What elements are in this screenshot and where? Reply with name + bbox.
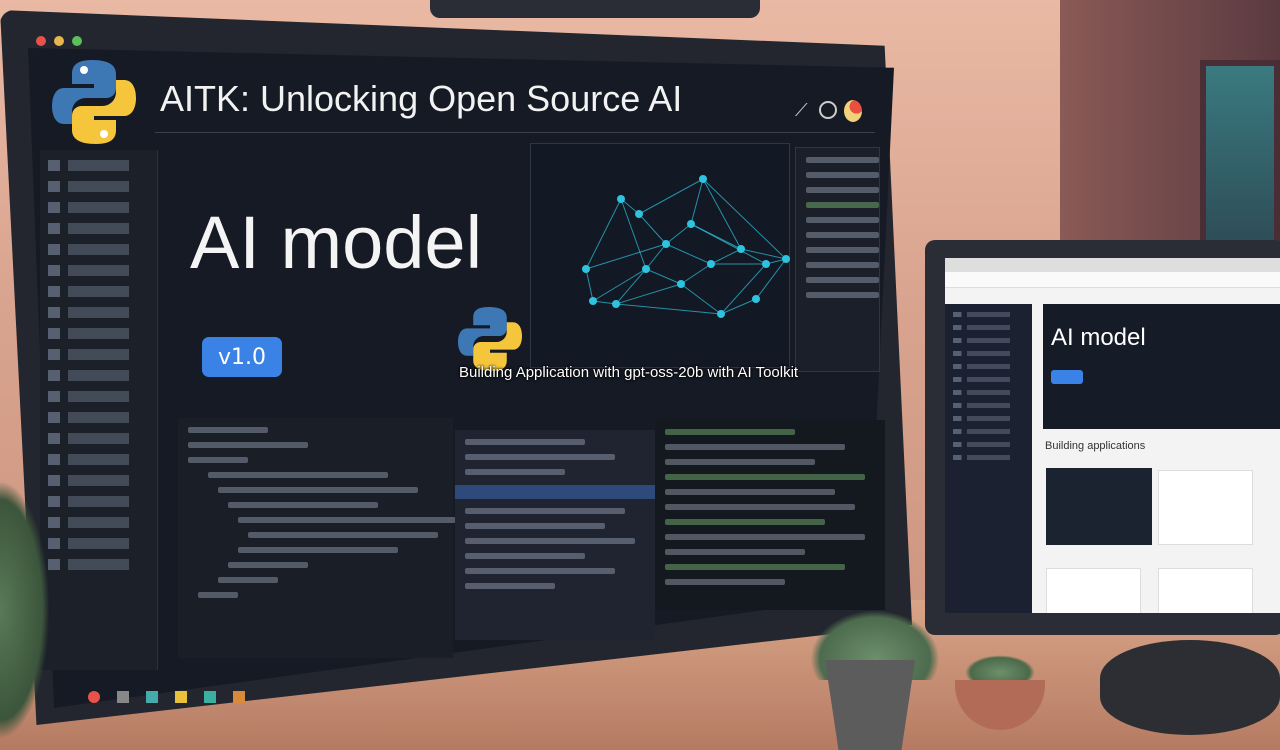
graph-edge (620, 198, 647, 270)
card-image[interactable] (1046, 468, 1152, 545)
graph-node (752, 295, 760, 303)
graph-node (582, 265, 590, 273)
graph-edge (680, 263, 712, 285)
wand-icon[interactable]: ⟋ (795, 100, 808, 121)
graph-edge (615, 268, 647, 305)
graph-node (707, 260, 715, 268)
graph-node (699, 175, 707, 183)
hero-heading: AI model (190, 201, 483, 284)
app-title: AITK: Unlocking Open Source AI (160, 78, 683, 119)
graph-node (612, 300, 620, 308)
graph-edge (720, 298, 757, 315)
monitor-stand (1100, 640, 1280, 735)
graph-edge (615, 303, 722, 315)
graph-edge (645, 243, 667, 270)
plant-pot (825, 660, 915, 750)
hero-heading: AI model (1051, 324, 1146, 351)
network-graph-panel (530, 143, 790, 368)
avatar[interactable] (844, 100, 862, 122)
caption-overlay: Building Application with gpt-oss-20b wi… (459, 364, 799, 381)
browser-window: AI model Building applications (945, 258, 1280, 613)
graph-node (762, 260, 770, 268)
card[interactable] (1158, 470, 1253, 545)
taskbar (88, 688, 308, 710)
graph-node (687, 220, 695, 228)
graph-node (635, 210, 643, 218)
version-badge[interactable] (1051, 370, 1083, 384)
plant (0, 480, 50, 740)
minimize-dot-icon (54, 36, 64, 46)
graph-edge (585, 268, 594, 302)
graph-edge (585, 243, 667, 270)
header-divider (155, 132, 875, 133)
card[interactable] (1046, 568, 1141, 613)
graph-edge (690, 178, 704, 225)
graph-edge (755, 258, 787, 300)
graph-edge (710, 248, 742, 265)
code-editor (178, 418, 458, 658)
graph-edge (702, 178, 787, 260)
graph-edge (665, 223, 692, 245)
graph-node (642, 265, 650, 273)
app-icon[interactable] (146, 691, 159, 703)
webcam (430, 0, 760, 18)
graph-edge (702, 178, 742, 250)
app-icon[interactable] (117, 691, 130, 703)
python-logo-icon (458, 307, 522, 371)
close-dot-icon (36, 36, 46, 46)
version-badge[interactable]: v1.0 (202, 337, 282, 377)
graph-node (717, 310, 725, 318)
graph-node (782, 255, 790, 263)
address-bar[interactable] (945, 272, 1280, 288)
graph-node (617, 195, 625, 203)
hero-banner: AI model (1043, 304, 1280, 429)
graph-edge (645, 268, 682, 285)
graph-edge (638, 178, 704, 215)
window-background (1200, 60, 1280, 260)
graph-edge (592, 268, 647, 302)
chat-icon[interactable] (819, 101, 837, 119)
chat-panel (455, 430, 655, 640)
graph-node (662, 240, 670, 248)
graph-edge (665, 243, 712, 265)
maximize-dot-icon (72, 36, 82, 46)
graph-edge (638, 213, 667, 245)
graph-edge (680, 283, 722, 315)
graph-edge (690, 223, 767, 265)
graph-node (737, 245, 745, 253)
file-explorer-sidebar (40, 150, 158, 670)
browser-sidebar (945, 304, 1032, 613)
browser-tab[interactable] (945, 258, 1280, 272)
section-heading: Building applications (1045, 440, 1146, 452)
card[interactable] (1158, 568, 1253, 613)
graph-edge (740, 248, 787, 260)
app-icon[interactable] (175, 691, 188, 703)
graph-edge (720, 263, 767, 315)
start-icon[interactable] (88, 691, 100, 703)
python-logo-icon (52, 60, 136, 144)
app-icon[interactable] (233, 691, 246, 703)
graph-node (589, 297, 597, 305)
terminal-output (655, 420, 885, 610)
graph-node (677, 280, 685, 288)
app-icon[interactable] (204, 691, 217, 703)
graph-edge (615, 283, 682, 305)
network-graph (582, 175, 790, 318)
graph-edge (585, 198, 622, 270)
properties-panel (795, 147, 880, 372)
